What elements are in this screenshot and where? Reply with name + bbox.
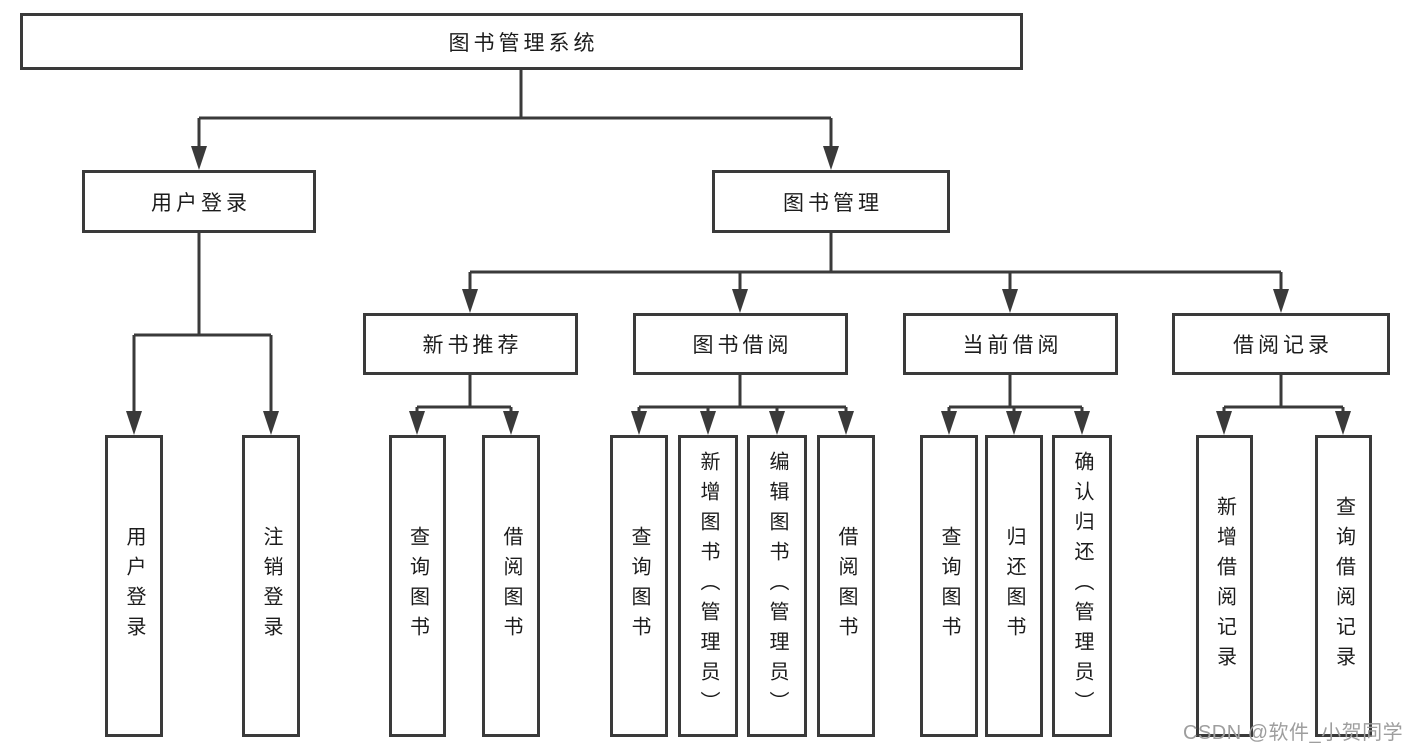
node-book-mgmt: 图书管理 (712, 170, 950, 233)
node-bb-add-books: 新增图书（管理员） (678, 435, 738, 737)
node-br-add-record: 新增借阅记录 (1196, 435, 1253, 737)
node-system: 图书管理系统 (20, 13, 1023, 70)
arrowhead-down (503, 411, 519, 435)
arrowhead-down (1074, 411, 1090, 435)
arrowhead-down (700, 411, 716, 435)
node-logout: 注销登录 (242, 435, 300, 737)
arrowhead-down (1273, 289, 1289, 313)
arrowhead-down (838, 411, 854, 435)
node-book-borrowing: 图书借阅 (633, 313, 848, 375)
arrowhead-down (1216, 411, 1232, 435)
node-cb-query-books: 查询图书 (920, 435, 978, 737)
node-cb-confirm-return: 确认归还（管理员） (1052, 435, 1112, 737)
arrowhead-down (1335, 411, 1351, 435)
arrowhead-down (823, 146, 839, 170)
node-cb-return-books: 归还图书 (985, 435, 1043, 737)
node-login: 用户登录 (105, 435, 163, 737)
node-user-login: 用户登录 (82, 170, 316, 233)
node-br-query-record: 查询借阅记录 (1315, 435, 1372, 737)
node-bb-borrow-books: 借阅图书 (817, 435, 875, 737)
node-current-borrowing: 当前借阅 (903, 313, 1118, 375)
node-new-book-recommend: 新书推荐 (363, 313, 578, 375)
arrowhead-down (1002, 289, 1018, 313)
arrowhead-down (462, 289, 478, 313)
arrowhead-down (732, 289, 748, 313)
node-nb-query-books: 查询图书 (389, 435, 446, 737)
node-bb-edit-books: 编辑图书（管理员） (747, 435, 807, 737)
arrowhead-down (941, 411, 957, 435)
node-bb-query-books: 查询图书 (610, 435, 668, 737)
arrowhead-down (263, 411, 279, 435)
arrowhead-down (769, 411, 785, 435)
arrowhead-down (126, 411, 142, 435)
node-nb-borrow-books: 借阅图书 (482, 435, 540, 737)
watermark-text: CSDN @软件_小贺同学 (1183, 722, 1404, 744)
arrowhead-down (409, 411, 425, 435)
arrowhead-down (631, 411, 647, 435)
arrowhead-down (191, 146, 207, 170)
node-borrowing-records: 借阅记录 (1172, 313, 1390, 375)
arrowhead-down (1006, 411, 1022, 435)
